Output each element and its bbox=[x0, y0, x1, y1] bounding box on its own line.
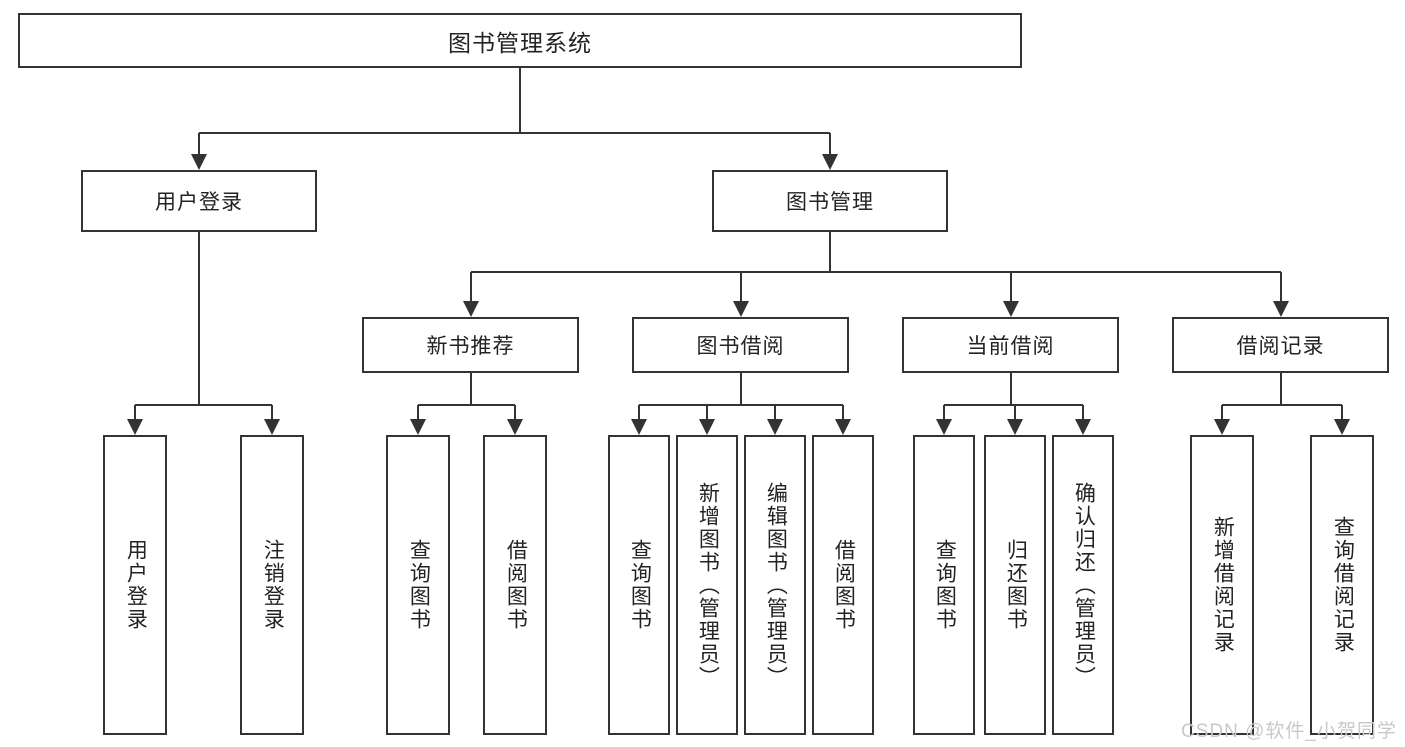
connector-to-user-login bbox=[198, 133, 200, 154]
arrow-head-new-book-rec-icon bbox=[462, 301, 479, 317]
connector-to-leaf-return-book bbox=[1014, 405, 1016, 419]
arrow-head-leaf-borrow-book-1-icon bbox=[507, 419, 523, 435]
node-current-borrow[interactable]: 当前借阅 bbox=[902, 317, 1119, 373]
connector-to-leaf-query-record bbox=[1341, 405, 1343, 419]
connector-to-borrow-record bbox=[1279, 272, 1282, 301]
node-new-book-rec-label: 新书推荐 bbox=[426, 335, 515, 358]
node-borrow-record-label: 借阅记录 bbox=[1236, 335, 1325, 358]
node-leaf-edit-book-label: 编辑图书（管理员） bbox=[764, 481, 788, 689]
node-leaf-borrow-book-2-label: 借阅图书 bbox=[832, 539, 856, 631]
connector-user-login-stem bbox=[198, 232, 200, 405]
node-leaf-query-book-3-label: 查询图书 bbox=[933, 539, 957, 631]
node-leaf-return-book-label: 归还图书 bbox=[1004, 539, 1028, 631]
arrow-head-leaf-query-book-1-icon bbox=[410, 419, 426, 435]
node-leaf-user-login[interactable]: 用户登录 bbox=[103, 435, 167, 735]
node-leaf-query-book-1[interactable]: 查询图书 bbox=[386, 435, 450, 735]
node-user-login[interactable]: 用户登录 bbox=[81, 170, 317, 232]
node-user-login-label: 用户登录 bbox=[155, 191, 243, 214]
arrow-head-leaf-return-book-icon bbox=[1007, 419, 1023, 435]
connector-to-leaf-add-book bbox=[706, 405, 708, 419]
connector-book-manage-stem bbox=[829, 232, 831, 272]
connector-to-leaf-edit-book bbox=[774, 405, 776, 419]
connector-current-borrow-bus bbox=[944, 404, 1083, 406]
node-leaf-query-record-label: 查询借阅记录 bbox=[1331, 516, 1355, 654]
node-current-borrow-label: 当前借阅 bbox=[966, 335, 1055, 358]
connector-to-leaf-confirm-return bbox=[1082, 405, 1084, 419]
node-new-book-rec[interactable]: 新书推荐 bbox=[362, 317, 579, 373]
connector-user-login-bus bbox=[135, 404, 272, 406]
arrow-head-leaf-query-record-icon bbox=[1334, 419, 1350, 435]
node-book-manage-label: 图书管理 bbox=[786, 191, 874, 214]
connector-to-new-book-rec bbox=[469, 272, 472, 301]
node-leaf-add-record[interactable]: 新增借阅记录 bbox=[1190, 435, 1254, 735]
arrow-head-leaf-query-book-2-icon bbox=[631, 419, 647, 435]
node-root[interactable]: 图书管理系统 bbox=[18, 13, 1022, 68]
node-book-borrow[interactable]: 图书借阅 bbox=[632, 317, 849, 373]
arrow-head-user-login-icon bbox=[191, 154, 207, 170]
arrow-head-book-manage-icon bbox=[822, 154, 838, 170]
arrow-head-leaf-add-book-icon bbox=[699, 419, 715, 435]
node-leaf-user-logout[interactable]: 注销登录 bbox=[240, 435, 304, 735]
connector-root-bus bbox=[199, 132, 830, 134]
arrow-head-current-borrow-icon bbox=[1002, 301, 1019, 317]
node-leaf-query-book-2[interactable]: 查询图书 bbox=[608, 435, 670, 735]
connector-to-leaf-query-book-2 bbox=[638, 405, 640, 419]
node-leaf-add-book-label: 新增图书（管理员） bbox=[696, 481, 720, 689]
arrow-head-borrow-record-icon bbox=[1272, 301, 1289, 317]
connector-to-book-borrow bbox=[739, 272, 742, 301]
node-leaf-query-book-2-label: 查询图书 bbox=[628, 539, 652, 631]
arrow-head-leaf-add-record-icon bbox=[1214, 419, 1230, 435]
arrow-head-leaf-user-logout-icon bbox=[264, 419, 280, 435]
connector-to-leaf-user-logout bbox=[271, 405, 273, 419]
node-leaf-borrow-book-2[interactable]: 借阅图书 bbox=[812, 435, 874, 735]
connector-to-leaf-query-book-1 bbox=[417, 405, 419, 419]
node-book-manage[interactable]: 图书管理 bbox=[712, 170, 948, 232]
connector-book-manage-bus bbox=[470, 271, 1281, 273]
node-book-borrow-label: 图书借阅 bbox=[696, 335, 785, 358]
node-borrow-record[interactable]: 借阅记录 bbox=[1172, 317, 1389, 373]
arrow-head-leaf-borrow-book-2-icon bbox=[835, 419, 851, 435]
node-leaf-add-record-label: 新增借阅记录 bbox=[1211, 516, 1235, 654]
connector-to-current-borrow bbox=[1009, 272, 1012, 301]
connector-book-borrow-bus bbox=[639, 404, 843, 406]
node-leaf-user-logout-label: 注销登录 bbox=[261, 539, 285, 631]
node-leaf-confirm-return[interactable]: 确认归还（管理员） bbox=[1052, 435, 1114, 735]
node-leaf-query-book-3[interactable]: 查询图书 bbox=[913, 435, 975, 735]
connector-to-leaf-borrow-book-1 bbox=[514, 405, 516, 419]
connector-to-leaf-user-login bbox=[134, 405, 136, 419]
node-leaf-confirm-return-label: 确认归还（管理员） bbox=[1072, 481, 1096, 689]
connector-to-book-manage bbox=[829, 133, 831, 154]
connector-root-stem bbox=[519, 68, 521, 133]
node-leaf-return-book[interactable]: 归还图书 bbox=[984, 435, 1046, 735]
node-leaf-borrow-book-1[interactable]: 借阅图书 bbox=[483, 435, 547, 735]
node-leaf-edit-book[interactable]: 编辑图书（管理员） bbox=[744, 435, 806, 735]
connector-new-book-rec-stem bbox=[469, 373, 472, 405]
connector-new-book-rec-bus bbox=[418, 404, 515, 406]
arrow-head-leaf-query-book-3-icon bbox=[936, 419, 952, 435]
connector-book-borrow-stem bbox=[739, 373, 742, 405]
connector-borrow-record-stem bbox=[1279, 373, 1282, 405]
connector-current-borrow-stem bbox=[1009, 373, 1012, 405]
arrow-head-leaf-confirm-return-icon bbox=[1075, 419, 1091, 435]
connector-to-leaf-borrow-book-2 bbox=[842, 405, 844, 419]
arrow-head-book-borrow-icon bbox=[732, 301, 749, 317]
watermark-text: CSDN @软件_小贺同学 bbox=[1181, 721, 1397, 742]
arrow-head-leaf-edit-book-icon bbox=[767, 419, 783, 435]
node-leaf-borrow-book-1-label: 借阅图书 bbox=[504, 539, 528, 631]
node-leaf-query-book-1-label: 查询图书 bbox=[407, 539, 431, 631]
node-leaf-add-book[interactable]: 新增图书（管理员） bbox=[676, 435, 738, 735]
node-leaf-user-login-label: 用户登录 bbox=[124, 539, 148, 631]
node-root-label: 图书管理系统 bbox=[448, 29, 592, 56]
node-leaf-query-record[interactable]: 查询借阅记录 bbox=[1310, 435, 1374, 735]
connector-to-leaf-add-record bbox=[1221, 405, 1223, 419]
connector-borrow-record-bus bbox=[1222, 404, 1342, 406]
connector-to-leaf-query-book-3 bbox=[943, 405, 945, 419]
arrow-head-leaf-user-login-icon bbox=[127, 419, 143, 435]
